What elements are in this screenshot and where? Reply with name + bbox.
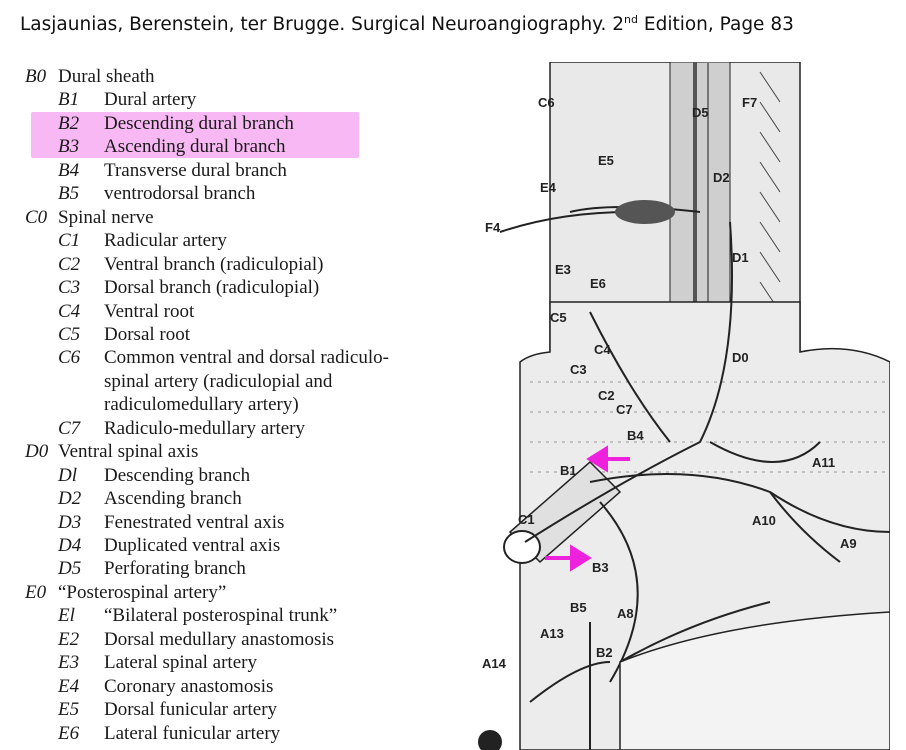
legend-code: B1 [58, 89, 80, 111]
vertebral-body [619, 611, 890, 750]
legend-label: Dorsal branch (radiculopial) [104, 277, 320, 299]
legend-label: Coronary anastomosis [104, 675, 274, 697]
figure-label: F7 [742, 95, 757, 110]
legend-code: C6 [58, 347, 81, 369]
legend-label: radiculomedullary artery) [104, 394, 299, 416]
figure-label: C1 [518, 512, 535, 527]
figure-label: F4 [485, 220, 501, 235]
figure-label: A10 [752, 513, 776, 528]
figure-label: B4 [627, 428, 644, 443]
legend-code: C0 [25, 206, 48, 228]
figure-label: D2 [713, 170, 730, 185]
legend-label: Ascending dural branch [104, 136, 286, 158]
legend-code: Dl [58, 464, 77, 486]
legend-code: C3 [58, 277, 81, 299]
legend-label: Common ventral and dorsal radiculo- [104, 347, 389, 369]
legend-label: Lateral spinal artery [104, 652, 257, 674]
legend-label: Ascending branch [104, 488, 242, 510]
legend-label: “Posterospinal artery” [58, 581, 227, 603]
legend-label: Perforating branch [104, 558, 246, 580]
legend-code: E5 [58, 699, 80, 721]
legend-label: Radicular artery [104, 230, 227, 252]
legend-label: Dorsal root [104, 323, 191, 345]
figure-label: C5 [550, 310, 567, 325]
figure-label: C2 [598, 388, 615, 403]
figure-label: E3 [555, 262, 571, 277]
legend-code: B3 [58, 136, 80, 158]
figure-label: E5 [598, 153, 614, 168]
legend-label: Lateral funicular artery [104, 722, 281, 744]
vessel-stump [478, 730, 502, 750]
figure-label: C3 [570, 362, 587, 377]
figure-label: B3 [592, 560, 609, 575]
legend-code: B2 [58, 112, 80, 134]
legend-code: C4 [58, 300, 81, 322]
figure-label: A13 [540, 626, 564, 641]
highlight-band [31, 112, 359, 158]
legend-code: B4 [58, 159, 80, 181]
legend-code: C5 [58, 323, 81, 345]
arrow-b2-icon [586, 445, 608, 473]
figure-label: C4 [594, 342, 611, 357]
legend-label: Dural artery [104, 89, 197, 111]
figure-label: A8 [617, 606, 634, 621]
legend-code: C7 [58, 417, 81, 439]
legend-code: E6 [58, 722, 80, 744]
legend-code: D0 [25, 441, 49, 463]
legend-label: Ventral branch (radiculopial) [104, 253, 324, 275]
arrow-b3-icon [570, 544, 592, 572]
legend-label: Fenestrated ventral axis [104, 511, 285, 533]
figure-label: A11 [812, 455, 835, 470]
figure-label: E4 [540, 180, 557, 195]
legend-code: El [58, 605, 75, 627]
figure-label: B1 [560, 463, 577, 478]
figure-label: B2 [596, 645, 613, 660]
legend-label: “Bilateral posterospinal trunk” [104, 605, 338, 627]
figure-label: D0 [732, 350, 749, 365]
legend-label: Dorsal funicular artery [104, 699, 278, 721]
legend-code: D5 [58, 558, 82, 580]
vascular-plexus [615, 200, 675, 224]
legend-code: B0 [25, 66, 47, 87]
legend-label: Transverse dural branch [104, 159, 287, 181]
figure-label: E6 [590, 276, 606, 291]
legend-code: B5 [58, 183, 80, 205]
legend-code: E3 [58, 652, 80, 674]
legend-label: Descending branch [104, 464, 251, 486]
legend-label: spinal artery (radiculopial and [104, 370, 333, 392]
legend-label: ventrodorsal branch [104, 183, 256, 205]
legend-code: D4 [58, 535, 82, 556]
figure-label: C7 [616, 402, 633, 417]
legend-label: Spinal nerve [58, 206, 154, 228]
figure-label: A14 [482, 656, 507, 671]
legend-code: C2 [58, 253, 81, 275]
figure-label: D5 [692, 105, 709, 120]
figure-label: C6 [538, 95, 555, 110]
figure-label: B5 [570, 600, 587, 615]
legend-code: E4 [58, 675, 80, 697]
legend-code: D2 [58, 488, 82, 510]
legend-label: Duplicated ventral axis [104, 535, 281, 556]
legend-label: Ventral spinal axis [58, 441, 199, 463]
page-caption: Lasjaunias, Berenstein, ter Brugge. Surg… [20, 13, 794, 36]
legend-label: Radiculo-medullary artery [104, 417, 306, 439]
legend-code: D3 [58, 511, 82, 533]
legend-label: Dural sheath [58, 66, 155, 87]
figure-label: D1 [732, 250, 749, 265]
figure-label: A9 [840, 536, 857, 551]
legend-label: Dorsal medullary anastomosis [104, 628, 335, 650]
legend-code: E2 [58, 628, 80, 650]
legend-label: Ventral root [104, 300, 195, 322]
legend-code: C1 [58, 230, 81, 252]
legend-label: Descending dural branch [104, 112, 294, 134]
legend-code: E0 [25, 581, 47, 603]
